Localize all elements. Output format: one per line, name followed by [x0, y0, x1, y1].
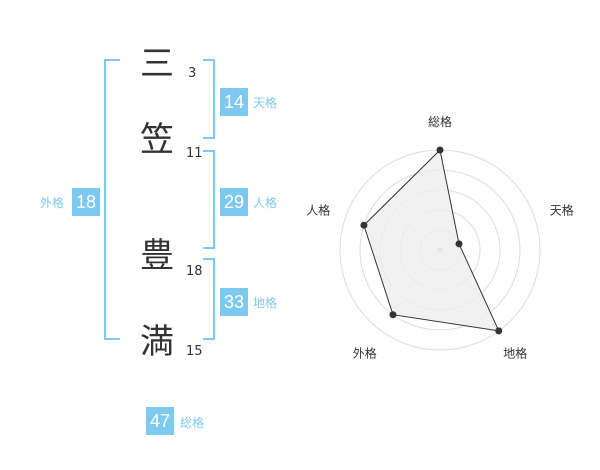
radar-point-3 [495, 327, 503, 335]
tenkaku-label: 天格 [253, 96, 278, 110]
radar-point-1 [436, 146, 444, 154]
radar-axis-label: 人格 [306, 202, 330, 217]
name-char-3: 豊 [140, 236, 174, 276]
radar-axis-label: 天格 [550, 202, 574, 217]
radar-point-5 [360, 221, 368, 229]
tenkaku-bracket [203, 59, 215, 139]
stroke-count-4: 15 [186, 344, 203, 359]
jinkaku-label: 人格 [253, 196, 278, 210]
tenkaku-value: 14 [220, 88, 248, 116]
stroke-count-1: 3 [188, 66, 197, 81]
jinkaku-value: 29 [220, 188, 248, 216]
radar-axis-label: 地格 [503, 346, 527, 361]
soukaku-value: 47 [146, 407, 174, 435]
soukaku-label: 総格 [180, 416, 205, 430]
name-char-1: 三 [140, 44, 174, 84]
radar-axis-label: 総格 [428, 114, 452, 129]
radar-point-2 [455, 240, 463, 248]
name-char-2: 笠 [140, 120, 174, 160]
gaikaku-label: 外格 [40, 196, 65, 210]
chikaku-value: 33 [220, 288, 248, 316]
radar-data-area [363, 148, 500, 332]
radar-points [360, 146, 503, 335]
radar-point-4 [389, 311, 397, 319]
name-char-4: 満 [140, 322, 174, 362]
radar-axis-label: 外格 [353, 346, 377, 361]
stroke-count-3: 18 [186, 264, 203, 279]
gaikaku-bracket [104, 59, 120, 340]
jinkaku-bracket [203, 150, 215, 249]
gaikaku-value: 18 [72, 188, 100, 216]
stroke-count-2: 11 [186, 146, 203, 161]
chikaku-label: 地格 [253, 296, 278, 310]
chikaku-bracket [203, 258, 215, 340]
